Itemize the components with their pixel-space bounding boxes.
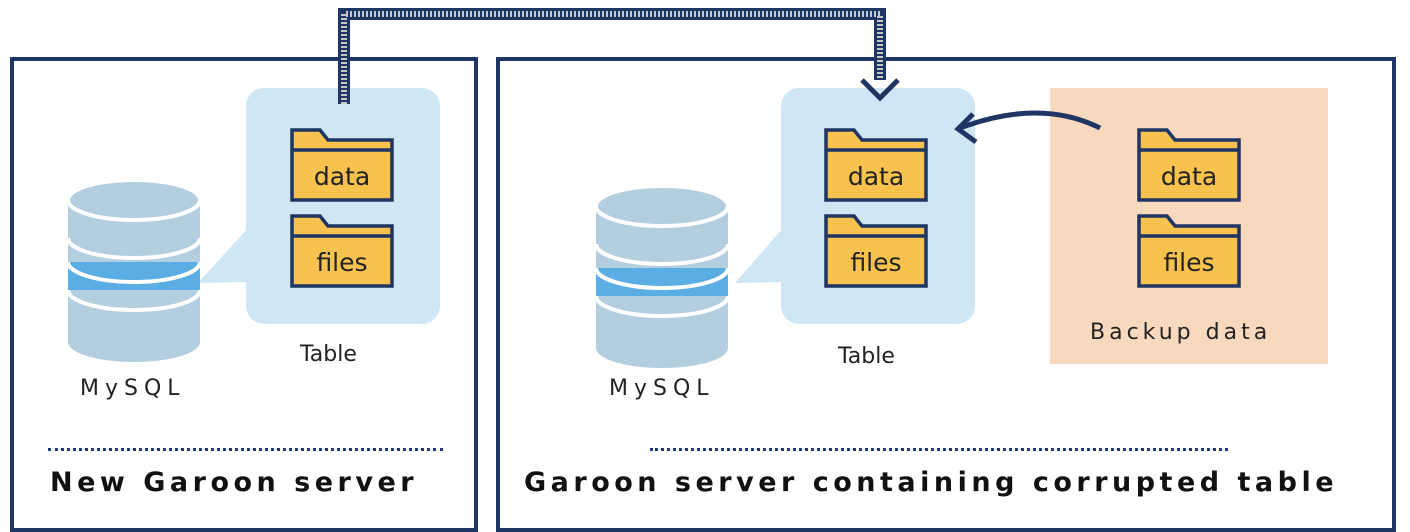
mysql-label-new: MySQL xyxy=(80,376,186,401)
new-server-title: New Garoon server xyxy=(50,467,419,498)
folder-icon xyxy=(1137,214,1241,288)
corrupted-table-callout-tail xyxy=(735,228,783,283)
folder-files-corrupted: files xyxy=(824,214,928,288)
folder-icon xyxy=(824,128,928,202)
folder-label-files: files xyxy=(316,248,368,277)
folder-label-data: data xyxy=(313,162,371,191)
restore-arrow-head-icon xyxy=(954,112,978,145)
connector-arrow-head-icon xyxy=(860,78,900,102)
backup-data-label: Backup data xyxy=(1090,320,1272,345)
table-label-new: Table xyxy=(300,342,357,367)
diagram-graphics xyxy=(66,8,1102,368)
folder-files-new: files xyxy=(290,214,394,288)
folder-label-data: data xyxy=(847,162,905,191)
folder-files-backup: files xyxy=(1137,214,1241,288)
mysql-label-corrupted: MySQL xyxy=(609,376,715,401)
folder-label-data: data xyxy=(1160,162,1218,191)
corrupted-server-separator xyxy=(650,448,1228,451)
folder-icon xyxy=(290,214,394,288)
folder-icon xyxy=(1137,128,1241,202)
new-server-separator xyxy=(48,448,443,451)
mysql-database-icon-new xyxy=(66,178,202,362)
new-table-callout-tail xyxy=(198,228,248,283)
restore-arrow xyxy=(959,110,1102,131)
folder-data-backup: data xyxy=(1137,128,1241,202)
folder-icon xyxy=(290,128,394,202)
folder-label-files: files xyxy=(850,248,902,277)
table-label-corrupted: Table xyxy=(838,344,895,369)
table-copy-connector xyxy=(338,8,886,104)
folder-data-corrupted: data xyxy=(824,128,928,202)
folder-icon xyxy=(824,214,928,288)
mysql-database-icon-corrupted xyxy=(594,184,730,368)
folder-label-files: files xyxy=(1163,248,1215,277)
folder-data-new: data xyxy=(290,128,394,202)
corrupted-server-title: Garoon server containing corrupted table xyxy=(524,467,1339,498)
